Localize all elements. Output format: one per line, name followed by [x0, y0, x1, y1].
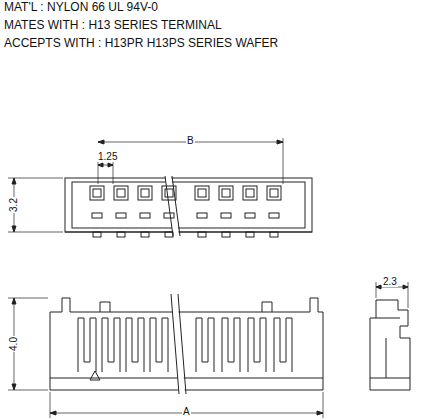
cavity-inner	[270, 189, 278, 197]
cavity-inner	[198, 189, 206, 197]
tab	[198, 232, 206, 237]
terminal-slot	[126, 318, 144, 372]
slot	[164, 213, 174, 218]
material-note: MAT'L : NYLON 66 UL 94V-0	[4, 1, 158, 13]
cavity	[267, 186, 281, 200]
cavity	[90, 186, 104, 200]
cavity-inner	[117, 189, 125, 197]
top-view	[8, 138, 312, 237]
terminal-slot	[196, 318, 214, 372]
slot	[269, 213, 279, 218]
dimension-label: 1.25	[97, 152, 118, 162]
terminal-slot	[222, 318, 240, 372]
tab	[93, 232, 101, 237]
tab	[117, 232, 125, 237]
cavity-inner	[93, 189, 101, 197]
end-view	[370, 282, 410, 390]
tab	[270, 232, 278, 237]
dimension-label: 2.3	[382, 277, 398, 287]
cavity	[219, 186, 233, 200]
slot	[245, 213, 255, 218]
cavity	[243, 186, 257, 200]
mates-note: MATES WITH : H13 SERIES TERMINAL	[4, 19, 222, 31]
side-view	[8, 294, 323, 418]
terminal-slot	[102, 318, 120, 372]
slot	[197, 213, 207, 218]
cavity	[162, 186, 176, 200]
slot	[140, 213, 150, 218]
terminal-slot	[78, 318, 96, 372]
tab	[165, 232, 173, 237]
slot	[92, 213, 102, 218]
tab	[141, 232, 149, 237]
slot	[221, 213, 231, 218]
cavity-inner	[222, 189, 230, 197]
terminal-slot	[274, 318, 292, 372]
cavity-inner	[246, 189, 254, 197]
slot	[116, 213, 126, 218]
tab	[222, 232, 230, 237]
dimension-label: 3.2	[9, 197, 19, 213]
dimension-label: B	[186, 136, 195, 146]
accepts-note: ACCEPTS WITH : H13PR H13PS SERIES WAFER	[4, 37, 278, 49]
dimension-label: A	[182, 407, 191, 417]
cavity-inner	[165, 189, 173, 197]
tab	[246, 232, 254, 237]
cavity	[114, 186, 128, 200]
cavity	[138, 186, 152, 200]
terminal-slot	[248, 318, 266, 372]
terminal-slot	[150, 318, 168, 372]
cavity	[195, 186, 209, 200]
dimension-label: 4.0	[9, 336, 19, 352]
cavity-inner	[141, 189, 149, 197]
